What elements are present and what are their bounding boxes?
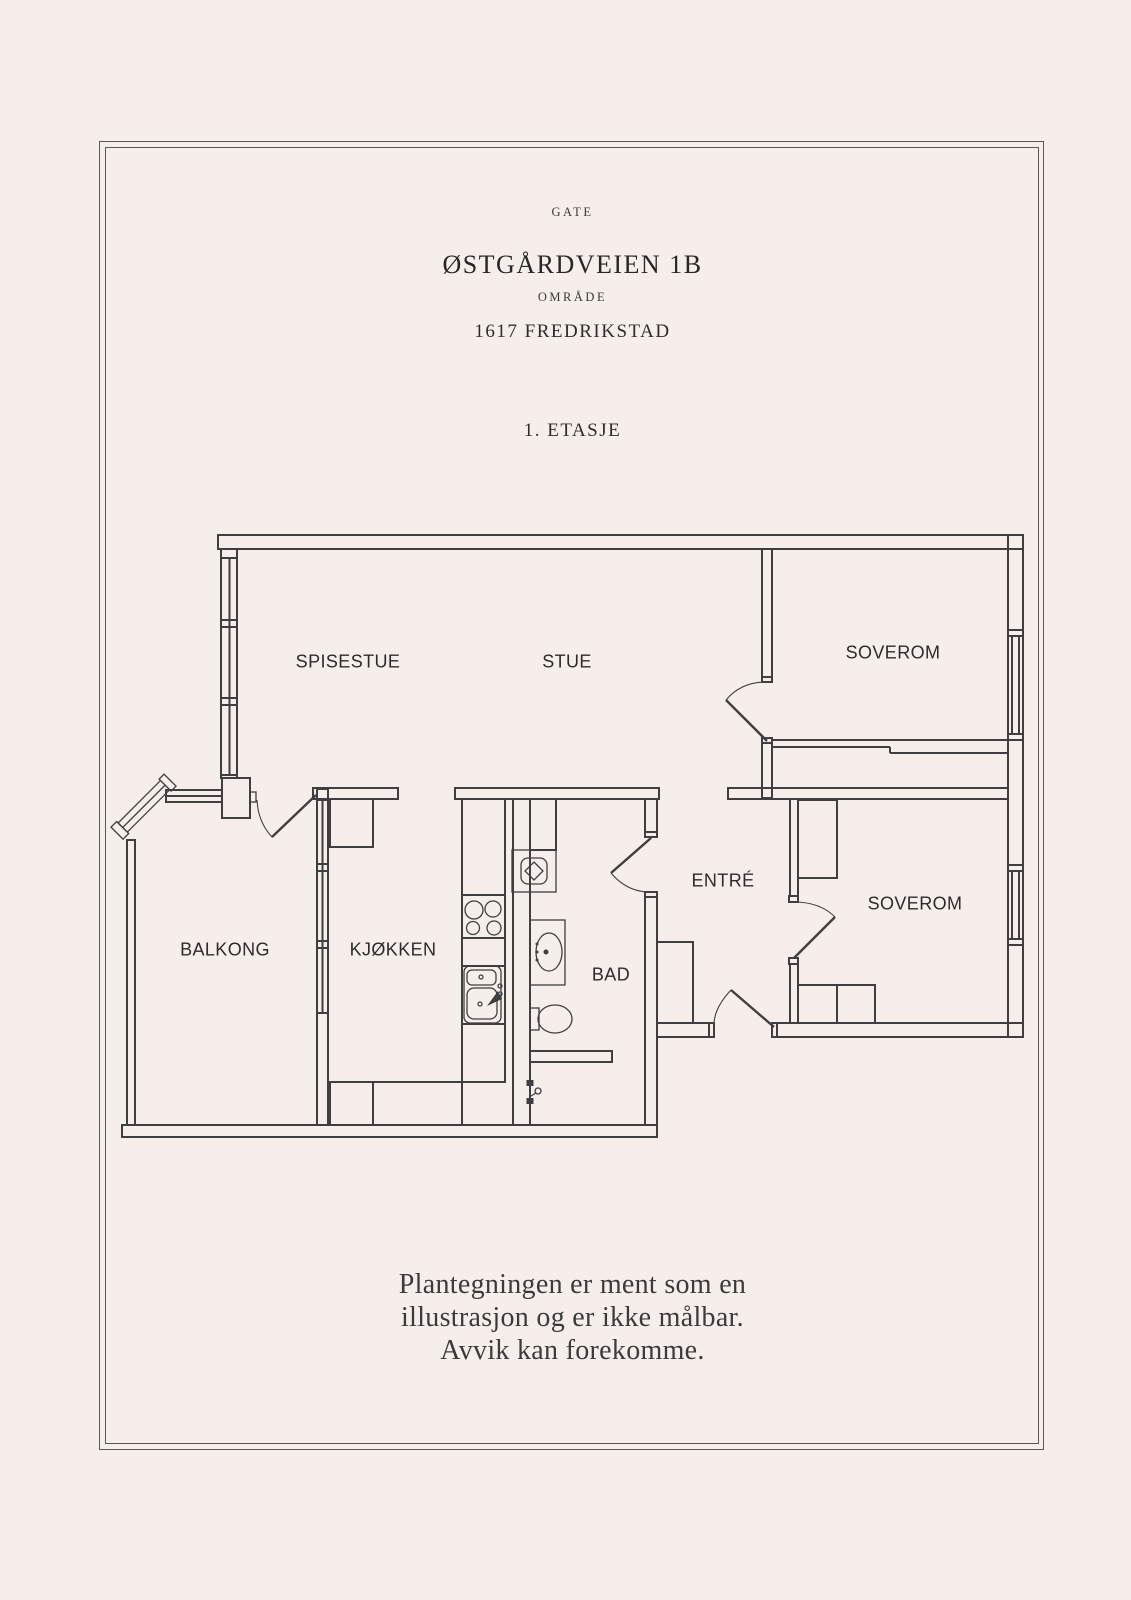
walls (110, 534, 1024, 1138)
room-label-spisestue: SPISESTUE (295, 651, 401, 672)
gate-label: GATE (551, 205, 594, 219)
page-frame-outer (99, 141, 1044, 1450)
shower-mixer-icon (526, 1080, 542, 1104)
room-label-balkong: BALKONG (180, 939, 270, 960)
toilet-icon (529, 1004, 573, 1034)
room-label-soverom-top: SOVEROM (845, 642, 941, 663)
page-frame-inner (105, 147, 1039, 1444)
doors (249, 681, 836, 1028)
omrade-label: OMRÅDE (537, 290, 608, 304)
balcony-bay-window (110, 773, 177, 841)
room-label-entre: ENTRÉ (691, 870, 755, 891)
entre-wardrobe (656, 941, 694, 1024)
kitchen-sink-icon (463, 965, 503, 1024)
room-label-bad: BAD (591, 964, 631, 985)
bathroom-sink-icon (529, 919, 566, 986)
room-label-stue: STUE (542, 651, 592, 672)
kitchen-stove-icon (464, 900, 502, 936)
disclaimer-line-3: Avvik kan forekomme. (440, 1335, 705, 1366)
floor-label: 1. ETASJE (523, 420, 622, 441)
room-label-kjokken: KJØKKEN (349, 939, 437, 960)
soverom-wardrobe (797, 799, 838, 879)
floor-drain-icon (511, 849, 557, 893)
room-label-soverom-bottom: SOVEROM (867, 893, 963, 914)
page-title: ØSTGÅRDVEIEN 1B (442, 250, 703, 279)
postal-city: 1617 FREDRIKSTAD (474, 321, 671, 342)
disclaimer: Plantegningen er ment som en illustrasjo… (0, 1268, 1131, 1367)
disclaimer-line-2: illustrasjon og er ikke målbar. (401, 1302, 744, 1333)
disclaimer-line-1: Plantegningen er ment som en (398, 1269, 747, 1300)
